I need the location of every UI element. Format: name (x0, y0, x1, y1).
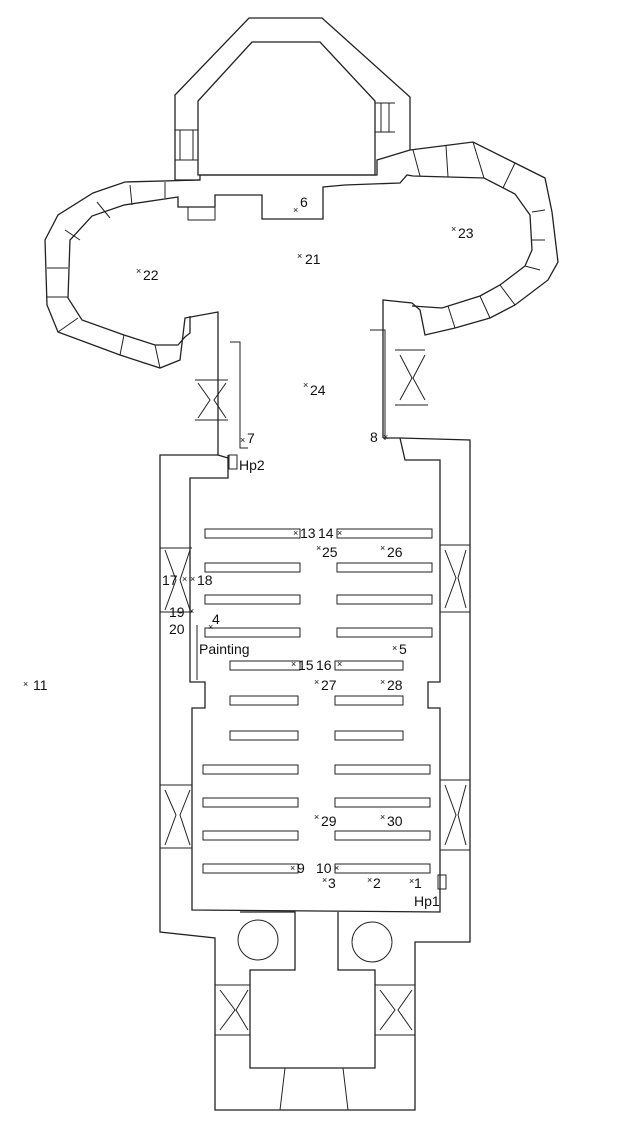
pew (229, 695, 299, 706)
point-label: 14 (318, 525, 334, 541)
svg-text:×: × (290, 863, 295, 873)
svg-text:×: × (189, 606, 194, 616)
svg-text:×: × (291, 659, 296, 669)
pew (334, 797, 431, 808)
pew (204, 562, 301, 573)
apse (174, 17, 411, 181)
svg-text:×: × (314, 812, 319, 822)
pew (336, 562, 433, 573)
svg-text:×: × (380, 677, 385, 687)
pew (202, 797, 299, 808)
hp2-label: Hp2 (239, 457, 265, 473)
point-label: 22 (143, 267, 159, 283)
svg-text:×: × (23, 679, 28, 689)
point-label: 19 (169, 604, 185, 620)
point-label: 15 (298, 657, 314, 673)
pew (229, 660, 301, 671)
point-label: 8 (370, 429, 378, 445)
tower (215, 911, 415, 1111)
point-label: 11 (33, 677, 48, 693)
painting-label: Painting (199, 641, 250, 657)
pew (336, 594, 433, 605)
pew (229, 730, 299, 741)
column (237, 919, 279, 961)
svg-text:×: × (297, 251, 302, 261)
pew (334, 830, 431, 841)
nave (159, 437, 471, 1111)
pews (202, 528, 433, 874)
point-label: 1 (414, 875, 422, 891)
point-label: 5 (399, 641, 407, 657)
point-label: 23 (458, 225, 474, 241)
pew (202, 764, 299, 775)
point-label: 24 (310, 382, 326, 398)
hp1-label: Hp1 (414, 893, 440, 909)
pew (334, 730, 404, 741)
svg-text:×: × (337, 528, 342, 538)
point-label: 3 (328, 875, 336, 891)
svg-text:×: × (190, 574, 195, 584)
pew (204, 528, 301, 539)
pew (336, 627, 433, 638)
svg-text:×: × (182, 574, 187, 584)
transept (44, 141, 559, 459)
pew (336, 528, 433, 539)
svg-text:×: × (240, 435, 245, 445)
point-label: 20 (169, 621, 185, 637)
svg-text:×: × (337, 659, 342, 669)
svg-text:×: × (380, 543, 385, 553)
point-label: 9 (297, 860, 305, 876)
point-label: 2 (373, 875, 381, 891)
point-label: 4 (212, 611, 220, 627)
point-label: 18 (197, 572, 213, 588)
svg-text:×: × (380, 812, 385, 822)
pew (334, 660, 404, 671)
pew (334, 863, 431, 874)
point-labels: 1 2 3 4 5 6 7 8 9 10 11 13 14 15 16 17 1… (33, 194, 474, 909)
column (351, 921, 393, 963)
point-label: 28 (387, 677, 403, 693)
svg-text:×: × (334, 863, 339, 873)
svg-text:×: × (367, 875, 372, 885)
point-label: 10 (316, 860, 332, 876)
point-label: 7 (247, 430, 255, 446)
point-label: 29 (321, 813, 337, 829)
point-label: 30 (387, 813, 403, 829)
pew (334, 695, 404, 706)
point-label: 6 (300, 194, 308, 210)
svg-text:×: × (392, 643, 397, 653)
pew (204, 594, 301, 605)
pew (334, 764, 431, 775)
point-label: 26 (387, 544, 403, 560)
pew (204, 627, 301, 638)
svg-text:×: × (322, 875, 327, 885)
svg-text:×: × (409, 876, 414, 886)
svg-text:×: × (293, 205, 298, 215)
svg-text:×: × (293, 528, 298, 538)
svg-text:×: × (451, 224, 456, 234)
svg-text:×: × (314, 677, 319, 687)
markers: × × × × × × × × × × × × × × × × × × × × … (23, 205, 456, 886)
svg-text:×: × (383, 432, 388, 442)
pew (202, 830, 299, 841)
pew (202, 863, 299, 874)
point-label: 25 (322, 544, 338, 560)
svg-text:×: × (316, 543, 321, 553)
svg-text:×: × (136, 266, 141, 276)
point-label: 13 (300, 525, 316, 541)
point-label: 27 (321, 677, 337, 693)
svg-text:×: × (208, 622, 213, 632)
point-label: 16 (316, 657, 332, 673)
svg-text:×: × (303, 380, 308, 390)
point-label: 21 (305, 251, 321, 267)
point-label: 17 (162, 572, 178, 588)
